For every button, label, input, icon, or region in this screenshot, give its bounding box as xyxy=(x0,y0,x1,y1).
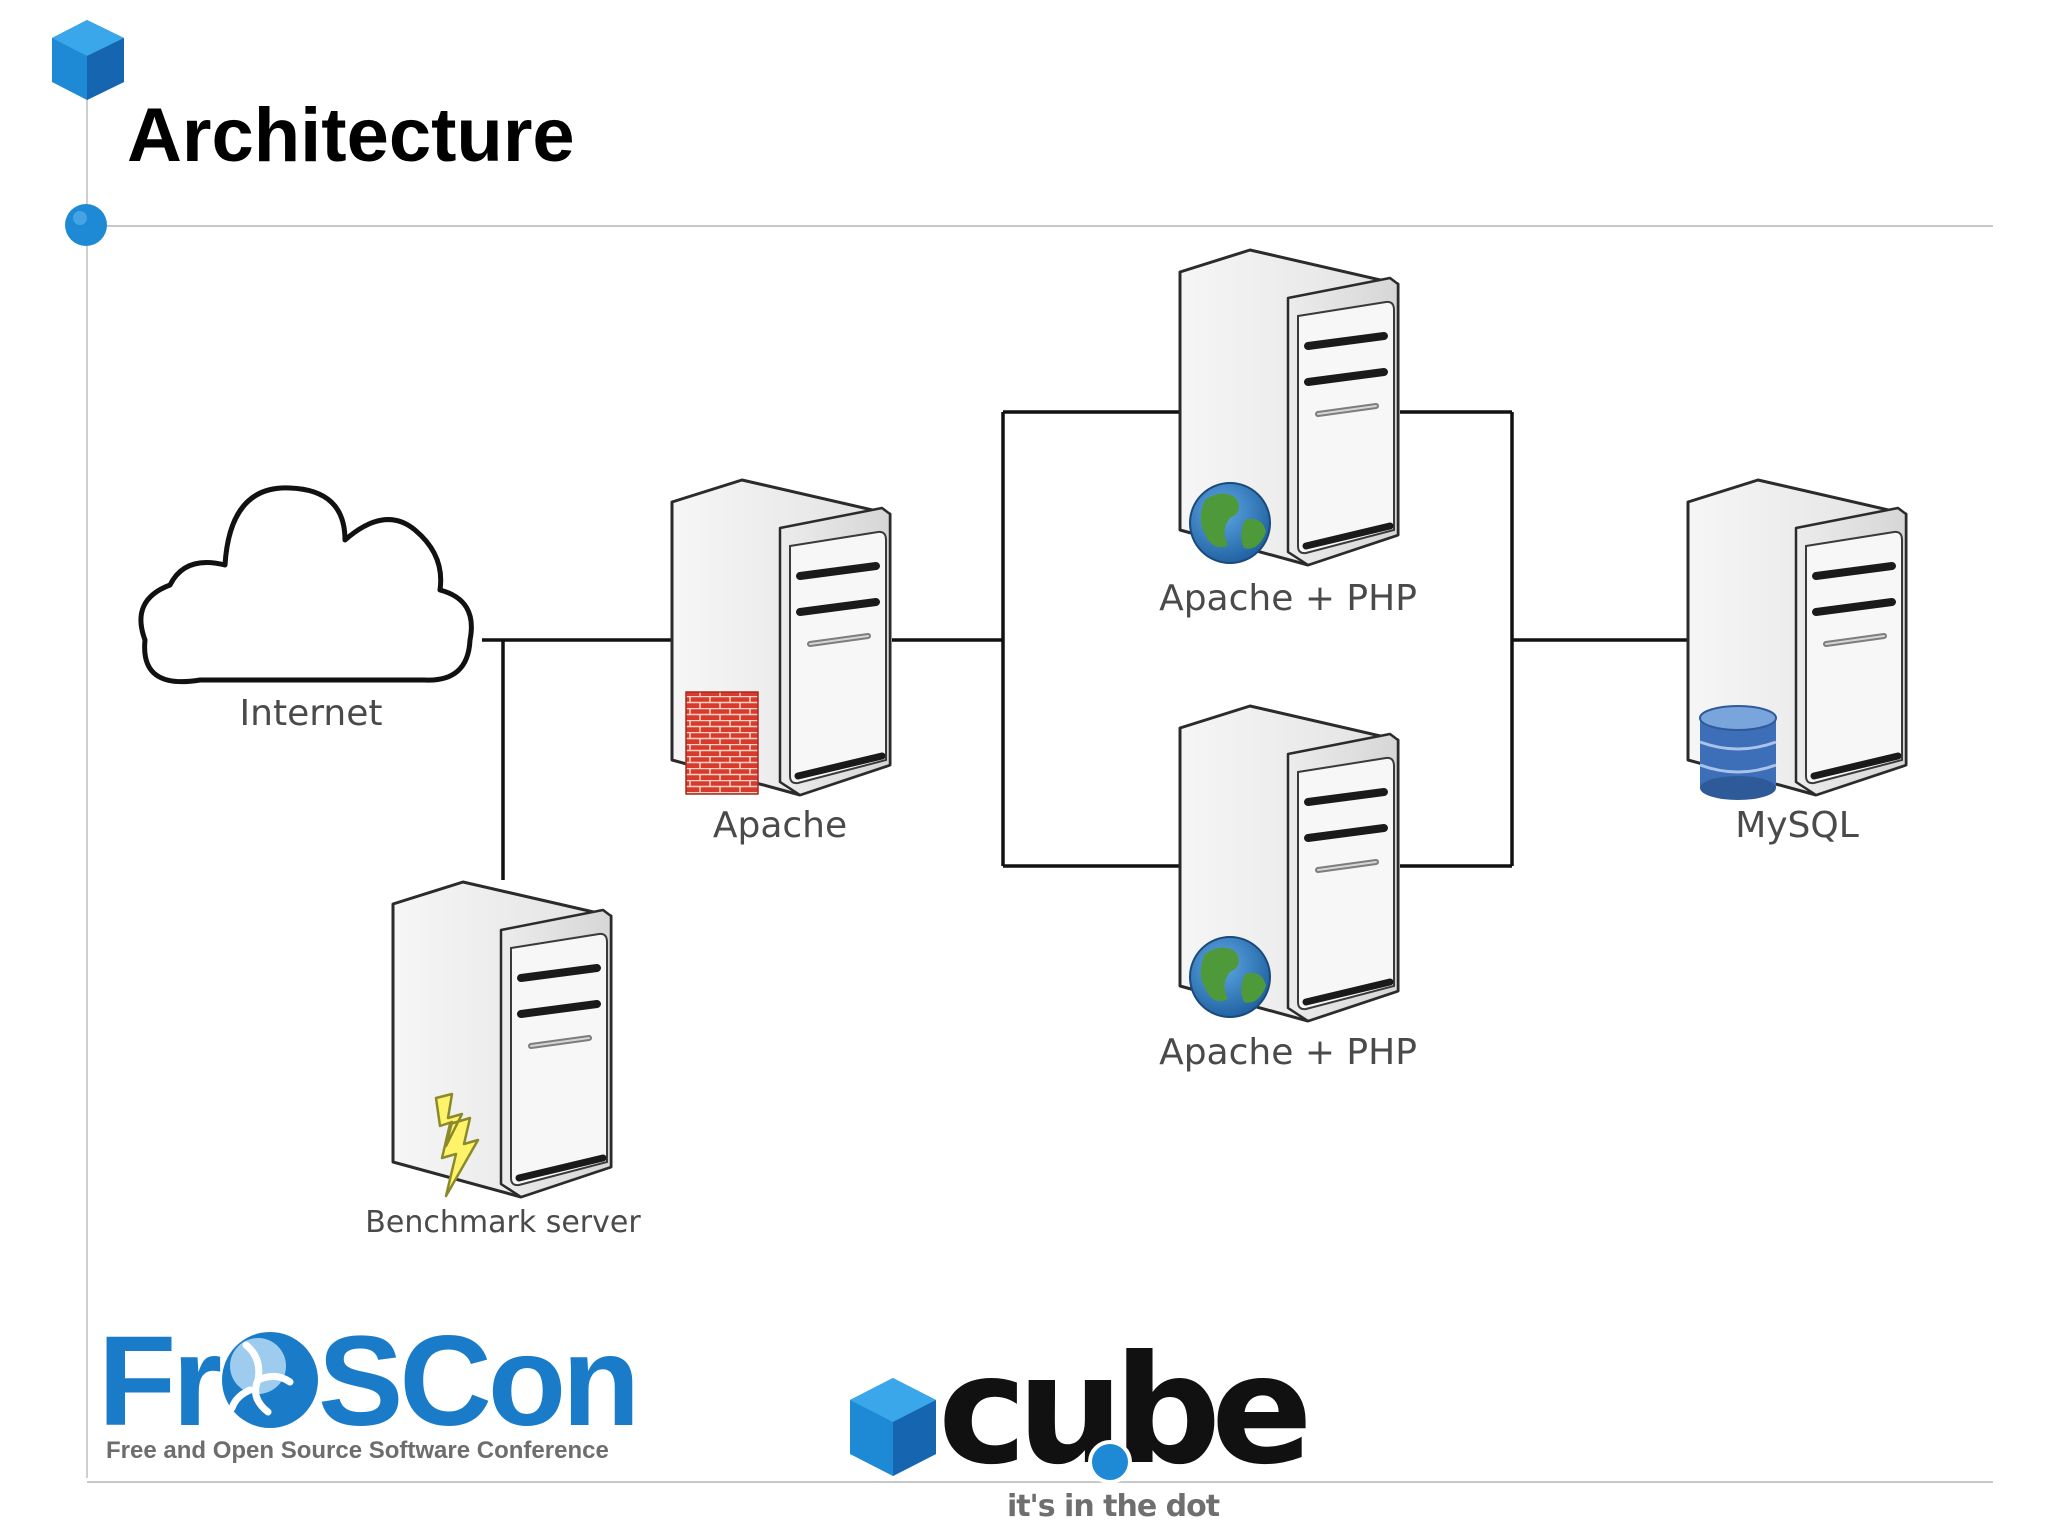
corner-cube-icon xyxy=(52,20,124,100)
server-icon xyxy=(393,882,611,1197)
froscon-logo: Fr SCon Free and Open Source Software Co… xyxy=(98,1310,640,1464)
node-app1: Apache + PHP xyxy=(1159,250,1417,619)
node-label-apache: Apache xyxy=(713,805,847,846)
firewall-icon xyxy=(685,691,759,795)
svg-text:SCon: SCon xyxy=(318,1310,636,1453)
node-label-internet: Internet xyxy=(240,693,383,734)
globe-icon xyxy=(1189,936,1271,1018)
title-dot-icon xyxy=(65,204,107,246)
globe-icon xyxy=(1189,482,1271,564)
cube-tagline: it's in the dot xyxy=(1007,1489,1220,1524)
node-apache: Apache xyxy=(672,480,890,846)
node-label-bench: Benchmark server xyxy=(365,1205,641,1240)
node-label-mysql: MySQL xyxy=(1735,805,1859,846)
cube-dot-icon xyxy=(1088,1440,1132,1484)
node-bench: Benchmark server xyxy=(365,882,641,1240)
node-internet: Internet xyxy=(138,485,474,734)
page-title: Architecture xyxy=(127,93,575,178)
cloud-icon xyxy=(138,485,474,685)
node-app2: Apache + PHP xyxy=(1159,706,1417,1073)
froscon-wordmark: Fr xyxy=(98,1310,220,1453)
cube-logo: cube it's in the dot xyxy=(850,1324,1316,1524)
database-icon xyxy=(1699,705,1777,800)
node-label-app2: Apache + PHP xyxy=(1159,1032,1417,1073)
node-mysql: MySQL xyxy=(1688,480,1906,846)
cube-logo-icon xyxy=(850,1378,936,1476)
lightning-icon xyxy=(434,1092,480,1198)
froscon-tagline: Free and Open Source Software Conference xyxy=(106,1437,609,1464)
connection-lines xyxy=(482,410,1688,880)
node-label-app1: Apache + PHP xyxy=(1159,578,1417,619)
